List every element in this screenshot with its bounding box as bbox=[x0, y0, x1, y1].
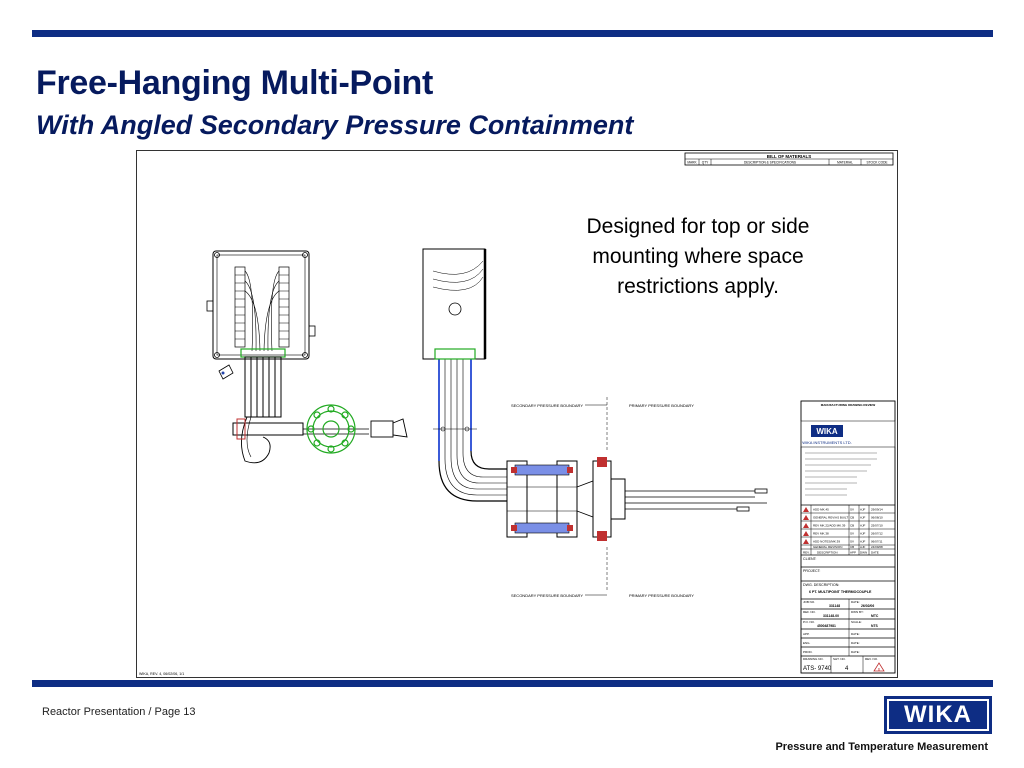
bom-header-mark: MARK bbox=[687, 161, 697, 165]
revision-desc: ADD NOTES/MK.39 bbox=[813, 540, 840, 544]
client-label: CLIENT: bbox=[803, 557, 817, 561]
flange-pair bbox=[506, 457, 626, 541]
pressure-boundary-labels-bottom: SECONDARY PRESSURE BOUNDARY PRIMARY PRES… bbox=[511, 547, 694, 598]
revision-date: 06/07/11 bbox=[871, 540, 883, 544]
revision-app: CB bbox=[850, 516, 854, 520]
revision-desc: GENERAL REV/AS BUILT bbox=[813, 516, 848, 520]
revision-app: CB bbox=[850, 524, 854, 528]
ref-no: 331148-00 bbox=[823, 614, 839, 618]
bom-title: BILL OF MATERIALS bbox=[767, 154, 812, 159]
revision-date: 24/09/08 bbox=[871, 545, 883, 549]
bom-header-description: DESCRIPTION & SPECIFICATIONS bbox=[744, 161, 796, 165]
bottom-accent-bar bbox=[32, 680, 993, 687]
review-title: MANUFACTURING DRAWING REVIEW bbox=[821, 403, 876, 407]
revision-warning-icons bbox=[803, 507, 809, 544]
vertical-sheath-assembly bbox=[218, 356, 369, 464]
drawing-caption: Designed for top or side mounting where … bbox=[586, 215, 810, 298]
revision-rows: ADD MK.45 SV AJF 29/09/14 GENERAL REV/AS… bbox=[803, 508, 883, 555]
revision-desc: REV MK.38 bbox=[813, 532, 829, 536]
company-name: WIKA INSTRUMENTS LTD. bbox=[802, 440, 851, 445]
ref-no-label: REF. NO. bbox=[803, 610, 816, 614]
revision-date: 25/07/10 bbox=[871, 524, 883, 528]
sheet-no: 4 bbox=[845, 666, 849, 672]
revision-desc: ADD MK.45 bbox=[813, 508, 829, 512]
slide-title: Free-Hanging Multi-Point bbox=[36, 64, 433, 102]
angled-assembly-side-view bbox=[422, 248, 507, 502]
revision-dwn: AJF bbox=[860, 532, 866, 536]
secondary-boundary-label-top: SECONDARY PRESSURE BOUNDARY bbox=[511, 403, 583, 408]
wika-logo: WIKA bbox=[884, 696, 992, 734]
revision-header-rev: REV. bbox=[803, 551, 810, 555]
scale: NTS bbox=[871, 624, 879, 628]
job-no: 331148 bbox=[829, 604, 840, 608]
eng-date-label: DATE: bbox=[851, 641, 860, 645]
date-label: DATE: bbox=[851, 600, 860, 604]
revision-desc: GENERAL REVISION bbox=[813, 545, 842, 549]
prod-date-label: DATE: bbox=[851, 650, 860, 654]
secondary-boundary-label-bottom: SECONDARY PRESSURE BOUNDARY bbox=[511, 593, 583, 598]
revision-header-date: DATE bbox=[871, 551, 879, 555]
revision-dwn: AJF bbox=[860, 516, 866, 520]
thermocouple-probes bbox=[625, 488, 768, 512]
revision-header-dwn: DWN bbox=[860, 551, 867, 555]
wika-logo-text: WIKA bbox=[904, 701, 972, 728]
drawing-no-label: DRAWING NO. bbox=[803, 657, 824, 661]
junction-box-front-view bbox=[206, 250, 316, 360]
engineering-drawing: BILL OF MATERIALS MARK QTY DESCRIPTION &… bbox=[136, 150, 898, 678]
revision-dwn: AJF bbox=[860, 524, 866, 528]
revision-header-description: DESCRIPTION bbox=[817, 551, 838, 555]
revision-app: CB bbox=[850, 545, 854, 549]
revision-desc: REV MK.22/ADD MK.39 bbox=[813, 524, 846, 528]
flange-connector-right bbox=[370, 418, 408, 438]
revision-header-app: APP bbox=[850, 551, 856, 555]
bom-header-stock-code: STOCK CODE bbox=[866, 161, 887, 165]
revision-dwn: AJF bbox=[860, 545, 866, 549]
sheet-no-label: SHT. NO. bbox=[833, 657, 846, 661]
project-label: PROJECT: bbox=[803, 569, 821, 573]
date: 26/02/06 bbox=[861, 604, 874, 608]
scale-label: SCALE: bbox=[851, 620, 862, 624]
job-no-label: JOB NO. bbox=[803, 600, 815, 604]
drawn-by-label: DWN BY: bbox=[851, 610, 864, 614]
app-label: APP. bbox=[803, 632, 810, 636]
revision-date: 26/07/12 bbox=[871, 532, 883, 536]
revision-app: SV bbox=[850, 508, 854, 512]
wika-logo-frame bbox=[887, 699, 989, 731]
primary-boundary-label-bottom: PRIMARY PRESSURE BOUNDARY bbox=[629, 593, 694, 598]
bom-header-material: MATERIAL bbox=[837, 161, 853, 165]
prod-label: PROD. bbox=[803, 650, 813, 654]
po-no: 4500487981 bbox=[817, 624, 836, 628]
title-block: MANUFACTURING DRAWING REVIEW WIKA WIKA I… bbox=[800, 400, 896, 674]
bill-of-materials: BILL OF MATERIALS MARK QTY DESCRIPTION &… bbox=[684, 152, 894, 166]
drawing-footer-note: WIKA, REV. 4, 06/02/06, 1/1 bbox=[139, 672, 184, 676]
revision-date: 06/08/10 bbox=[871, 516, 883, 520]
green-flange-top-view bbox=[306, 404, 356, 454]
eng-label: ENG. bbox=[803, 641, 811, 645]
footer-tagline: Pressure and Temperature Measurement bbox=[775, 741, 988, 753]
revision-date: 29/09/14 bbox=[871, 508, 883, 512]
top-accent-bar bbox=[32, 30, 993, 37]
revision-dwn: AJF bbox=[860, 508, 866, 512]
rev-no-label: REV. NO. bbox=[865, 657, 878, 661]
pressure-boundary-labels-top: SECONDARY PRESSURE BOUNDARY PRIMARY PRES… bbox=[511, 397, 694, 451]
drawing-no: ATS- 9740 bbox=[803, 666, 832, 672]
revision-dwn: AJF bbox=[860, 540, 866, 544]
footer-page-info: Reactor Presentation / Page 13 bbox=[42, 706, 196, 718]
dwg-description: 6 PT. MULTIPOINT THERMOCOUPLE bbox=[809, 590, 872, 594]
title-block-logo: WIKA bbox=[816, 427, 838, 436]
bom-header-qty: QTY bbox=[702, 161, 709, 165]
primary-boundary-label-top: PRIMARY PRESSURE BOUNDARY bbox=[629, 403, 694, 408]
revision-app: SV bbox=[850, 540, 854, 544]
dwg-description-label: DWG. DESCRIPTION: bbox=[803, 583, 839, 587]
rev-no: 6 bbox=[878, 666, 881, 671]
drawn-by: MTC bbox=[871, 614, 879, 618]
slide-subtitle: With Angled Secondary Pressure Containme… bbox=[36, 110, 634, 140]
app-date-label: DATE: bbox=[851, 632, 860, 636]
revision-app: SV bbox=[850, 532, 854, 536]
po-no-label: P.O. NO. bbox=[803, 620, 815, 624]
